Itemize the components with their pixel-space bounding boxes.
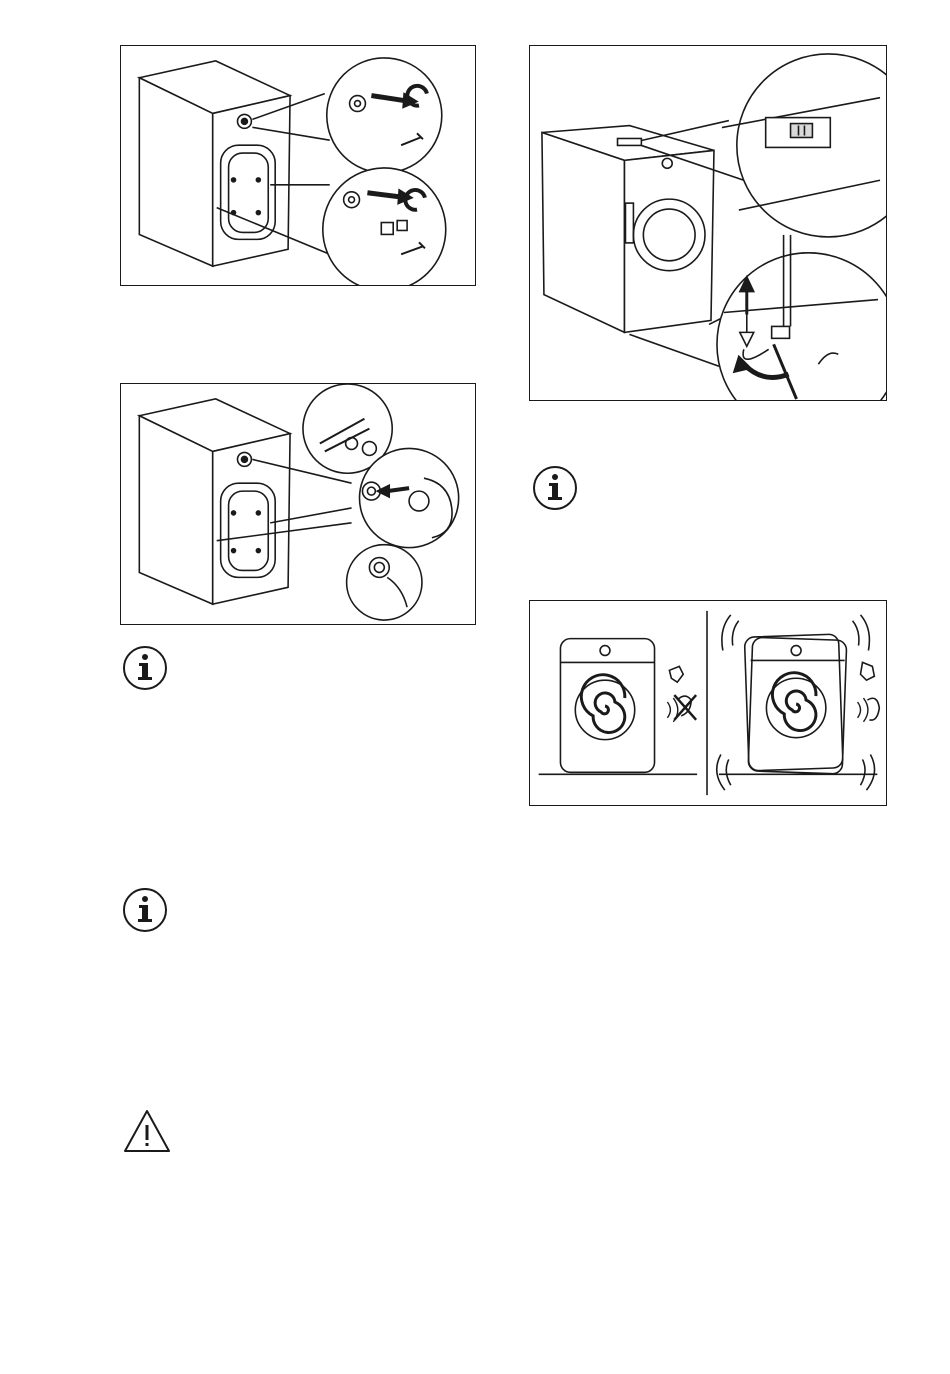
- figure-transport-bolts: [120, 45, 476, 286]
- figure-leveling: [529, 45, 887, 401]
- figure-vibration-comparison: [529, 600, 887, 806]
- warning-triangle-icon: [122, 1108, 172, 1154]
- vibration-illustration: [530, 601, 886, 805]
- info-icon: [532, 465, 578, 511]
- leveling-illustration: [530, 46, 886, 400]
- info-icon: [122, 887, 168, 933]
- plastic-caps-illustration: [121, 384, 475, 624]
- info-icon: [122, 645, 168, 691]
- figure-plastic-caps: [120, 383, 476, 625]
- transport-bolts-illustration: [121, 46, 475, 285]
